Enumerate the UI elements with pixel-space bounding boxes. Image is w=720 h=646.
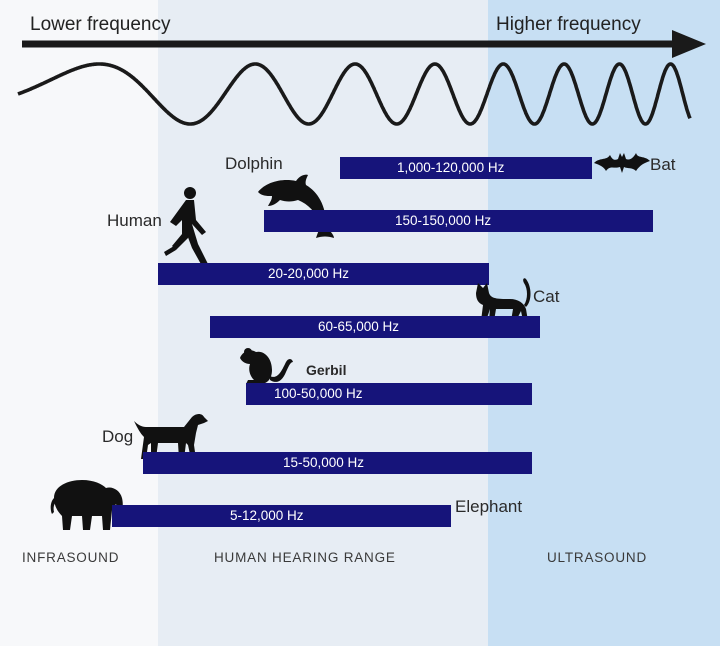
dolphin-icon xyxy=(258,174,334,238)
human-hearing-range-label: HUMAN HEARING RANGE xyxy=(214,550,396,565)
gerbil-range-label: 100-50,000 Hz xyxy=(274,386,363,401)
gerbil-range-bar: 100-50,000 Hz xyxy=(246,383,532,405)
cat-range-bar: 60-65,000 Hz xyxy=(210,316,540,338)
ultrasound-label: ULTRASOUND xyxy=(547,550,648,565)
dolphin-range-label: 150-150,000 Hz xyxy=(395,213,492,228)
gerbil-icon xyxy=(240,348,293,384)
human-range-bar: 20-20,000 Hz xyxy=(158,263,489,285)
dog-label: Dog xyxy=(102,427,134,446)
bat-label: Bat xyxy=(650,155,676,174)
cat-label: Cat xyxy=(533,287,560,306)
elephant-range-label: 5-12,000 Hz xyxy=(230,508,304,523)
frequency-diagram xyxy=(16,30,706,126)
human-range-label: 20-20,000 Hz xyxy=(268,266,350,281)
dog-range-label: 15-50,000 Hz xyxy=(283,455,365,470)
frequency-arrow-head xyxy=(672,30,706,58)
higher-frequency-label: Higher frequency xyxy=(496,14,641,35)
lower-frequency-label: Lower frequency xyxy=(30,14,171,35)
human-label: Human xyxy=(107,211,162,230)
cat-icon xyxy=(476,278,531,321)
dog-range-bar: 15-50,000 Hz xyxy=(143,452,532,474)
dolphin-range-bar: 150-150,000 Hz xyxy=(264,210,653,232)
dolphin-label: Dolphin xyxy=(225,154,283,173)
elephant-label: Elephant xyxy=(455,497,523,516)
infrasound-zone xyxy=(0,0,158,646)
infrasound-label: INFRASOUND xyxy=(22,550,120,565)
elephant-range-bar: 5-12,000 Hz xyxy=(112,505,451,527)
bat-icon xyxy=(594,153,650,173)
dog-icon xyxy=(134,414,208,459)
human-runner-icon xyxy=(164,187,208,266)
cat-range-label: 60-65,000 Hz xyxy=(318,319,400,334)
bat-range-bar: 1,000-120,000 Hz xyxy=(340,157,592,179)
frequency-wave xyxy=(16,62,692,126)
elephant-icon xyxy=(50,480,123,530)
bat-range-label: 1,000-120,000 Hz xyxy=(397,160,505,175)
gerbil-label: Gerbil xyxy=(306,362,347,378)
